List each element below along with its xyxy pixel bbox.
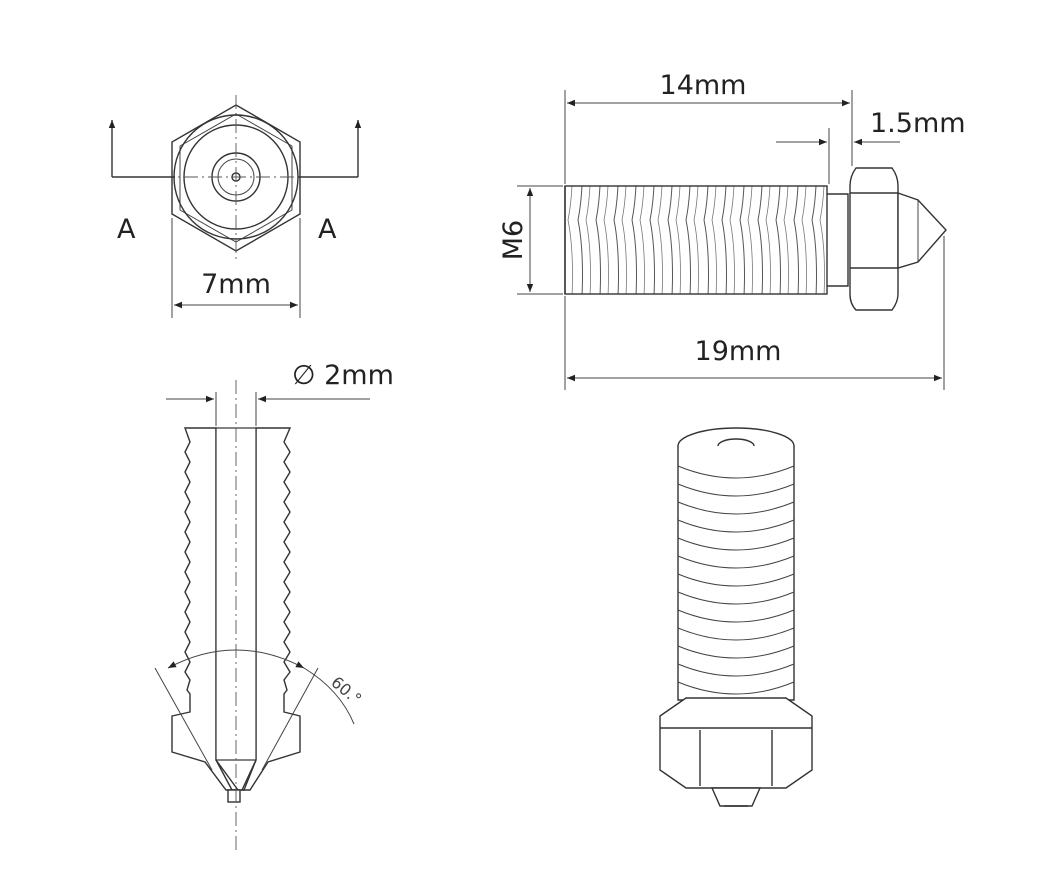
hex-nut <box>849 167 899 311</box>
end-view: A A 7mm <box>108 95 362 318</box>
dim-label-1-5mm: 1.5mm <box>870 108 966 139</box>
angle-arc <box>167 649 305 669</box>
dim-label-14mm: 14mm <box>660 70 747 101</box>
thread-neck <box>827 193 849 287</box>
angle-line-left <box>154 667 213 771</box>
iso-hex-nut <box>659 697 813 789</box>
dim-label-m6: M6 <box>498 220 529 260</box>
isometric-view <box>659 427 813 807</box>
angle-line-right <box>261 667 319 771</box>
side-view: 14mm 1.5mm M6 19mm <box>498 70 966 390</box>
nozzle-orifice <box>227 789 241 803</box>
dim-label-19mm: 19mm <box>695 336 782 367</box>
section-left-half <box>171 427 240 791</box>
section-right-half <box>240 427 301 791</box>
iso-thread-body <box>677 446 795 701</box>
tip-cone <box>897 192 947 269</box>
section-label-right: A <box>318 214 337 245</box>
dim-label-7mm: 7mm <box>201 269 271 300</box>
thread-body <box>564 185 828 295</box>
section-label-left: A <box>117 214 136 245</box>
iso-thread-rings <box>677 465 795 695</box>
angle-label: 60.° <box>327 673 365 709</box>
section-view: ∅ 2mm 60.° <box>154 360 394 850</box>
angle-arc-extension <box>303 667 355 725</box>
iso-tip <box>710 787 762 807</box>
dim-label-bore: ∅ 2mm <box>292 360 394 391</box>
